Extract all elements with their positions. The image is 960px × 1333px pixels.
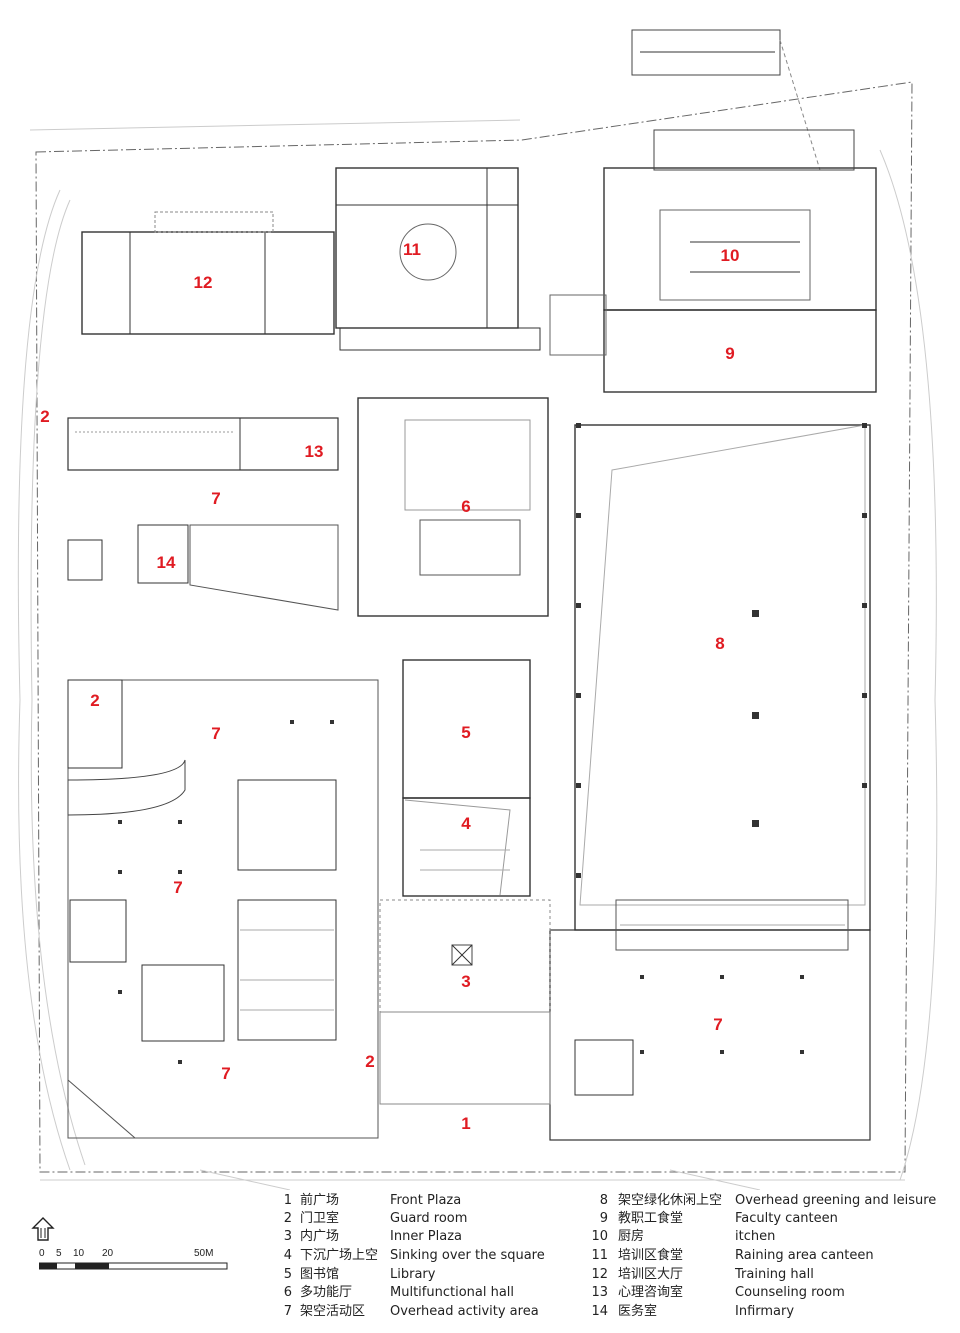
road-curve-left-2 — [30, 199, 86, 1166]
floor-plan — [17, 29, 938, 1190]
scale-tick-10: 10 — [73, 1248, 85, 1259]
label-overhead-activity-3: 7 — [173, 878, 183, 897]
building-faculty-canteen — [603, 309, 877, 393]
label-faculty-canteen: 9 — [725, 344, 735, 363]
label-overhead-activity-5: 7 — [713, 1015, 723, 1034]
north-arrow-icon — [31, 1217, 55, 1241]
building-training-canteen — [335, 167, 519, 329]
label-counseling-room: 13 — [304, 442, 324, 461]
scale-bar: 0 5 10 20 50M — [30, 1216, 250, 1316]
label-multifunctional-hall: 6 — [461, 497, 471, 516]
label-library: 5 — [461, 723, 471, 742]
label-inner-plaza: 3 — [461, 972, 471, 991]
scale-tick-5: 5 — [56, 1248, 62, 1259]
label-front-plaza: 1 — [461, 1114, 471, 1133]
scale-tick-50m: 50M — [194, 1248, 214, 1259]
label-kitchen: 10 — [720, 246, 740, 265]
scale-tick-20: 20 — [102, 1248, 114, 1259]
label-guard-room-west: 2 — [90, 691, 100, 710]
area-inner-plaza — [379, 899, 551, 1013]
label-training-hall: 12 — [193, 273, 213, 292]
road-curve-left — [17, 189, 71, 1171]
room-counseling — [239, 417, 339, 471]
label-training-canteen: 11 — [403, 240, 421, 259]
area-front-plaza — [379, 1011, 551, 1105]
road-curve-right — [879, 149, 938, 1181]
road-top — [29, 119, 521, 131]
room-guard-west — [67, 679, 123, 769]
label-overhead-activity-2: 7 — [211, 724, 221, 743]
area-overhead-greening — [574, 424, 871, 931]
scale-tick-0: 0 — [39, 1248, 45, 1259]
label-overhead-greening: 8 — [715, 634, 725, 653]
building-kitchen — [603, 167, 877, 311]
building-multifunctional-hall — [357, 397, 549, 617]
label-guard-room-south: 2 — [365, 1052, 375, 1071]
area-sinking-square — [402, 797, 531, 897]
label-sinking-square: 4 — [461, 814, 471, 833]
scale-bar-graphic — [39, 1262, 228, 1270]
structural-columns — [118, 423, 867, 1064]
label-overhead-activity-4: 7 — [221, 1064, 231, 1083]
room-infirmary — [137, 524, 189, 584]
label-infirmary: 14 — [156, 553, 176, 572]
site-boundary — [35, 81, 913, 1173]
area-overhead-east — [549, 929, 871, 1141]
corridor-north — [67, 417, 339, 471]
area-overhead-west — [67, 679, 379, 1139]
north-block — [631, 29, 781, 76]
label-overhead-activity-1: 7 — [211, 489, 221, 508]
legend: 1 前广场 Front Plaza 2 门卫室 Guard room 3 内广场… — [283, 1193, 937, 1319]
label-guard-room-north: 2 — [40, 407, 50, 426]
